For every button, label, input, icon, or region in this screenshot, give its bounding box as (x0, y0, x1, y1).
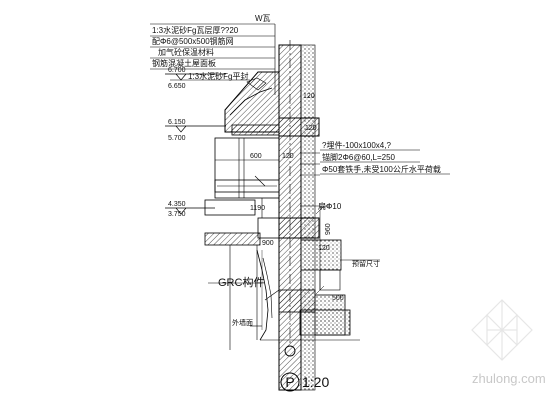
dim-500: 500 (332, 295, 344, 302)
roof-eave (224, 71, 320, 137)
note-footnote-right: 预留尺寸 (352, 259, 380, 268)
detail-symbol (280, 372, 300, 392)
elevation-6700: 6.700 (168, 67, 186, 74)
watermark-logo (471, 299, 533, 361)
note-embed-plate: ?埋件-100x100x4,? (322, 140, 391, 150)
dim-120-b: 120 (305, 125, 317, 132)
top-leaders (150, 23, 276, 95)
axis-line (284, 40, 296, 357)
note-handrail: Φ50套铁手,未受100公斤水平荷载 (322, 164, 441, 174)
lower-leaders (208, 282, 262, 327)
ground-structure (260, 309, 360, 341)
detail-symbol-letter: P (285, 374, 294, 390)
elevation-5700: 5.700 (168, 135, 186, 142)
elevation-markers (165, 73, 226, 215)
elevation-3750: 3.750 (168, 211, 186, 218)
dim-960: 960 (325, 223, 332, 235)
elevation-6650: 6.650 (168, 83, 186, 90)
dim-1190: 1190 (250, 205, 265, 212)
note-grc-component: GRC构件 (218, 275, 264, 289)
dimension-lines (315, 205, 325, 295)
elevation-6150: 6.150 (168, 119, 186, 126)
dim-900: 900 (262, 240, 274, 247)
elevation-4350: 4.350 (168, 201, 186, 208)
note-insulation: 加气砼保温材料 (158, 47, 214, 57)
window-frame (204, 137, 280, 218)
note-flat-steel: 扁Φ10 (318, 201, 342, 211)
note-concrete-slab: 钢筋混凝土屋面板 (152, 58, 216, 68)
dim-600: 600 (250, 153, 262, 160)
note-anchor-bar: 锚脚2Φ6@60,L=250 (322, 152, 396, 162)
right-leaders (300, 149, 450, 207)
note-exterior-wall: 外墙面 (232, 318, 253, 327)
note-steel-mesh: 配Φ6@500x500钢筋网 (152, 36, 234, 46)
note-roof-tile: W瓦 (255, 14, 271, 23)
dim-120-a: 120 (303, 93, 315, 100)
note-mortar-leveling: 1:3水泥砂Fg平封 (188, 71, 248, 81)
dim-120-c: 120 (282, 153, 294, 160)
detail-scale: 1:20 (302, 374, 329, 390)
parapet-block (204, 217, 320, 350)
note-mortar-layer: 1:3水泥砂Fg瓦层厚??20 (152, 25, 239, 35)
watermark-text: zhulong.com (472, 371, 546, 386)
dim-120-d: 120 (318, 245, 330, 252)
